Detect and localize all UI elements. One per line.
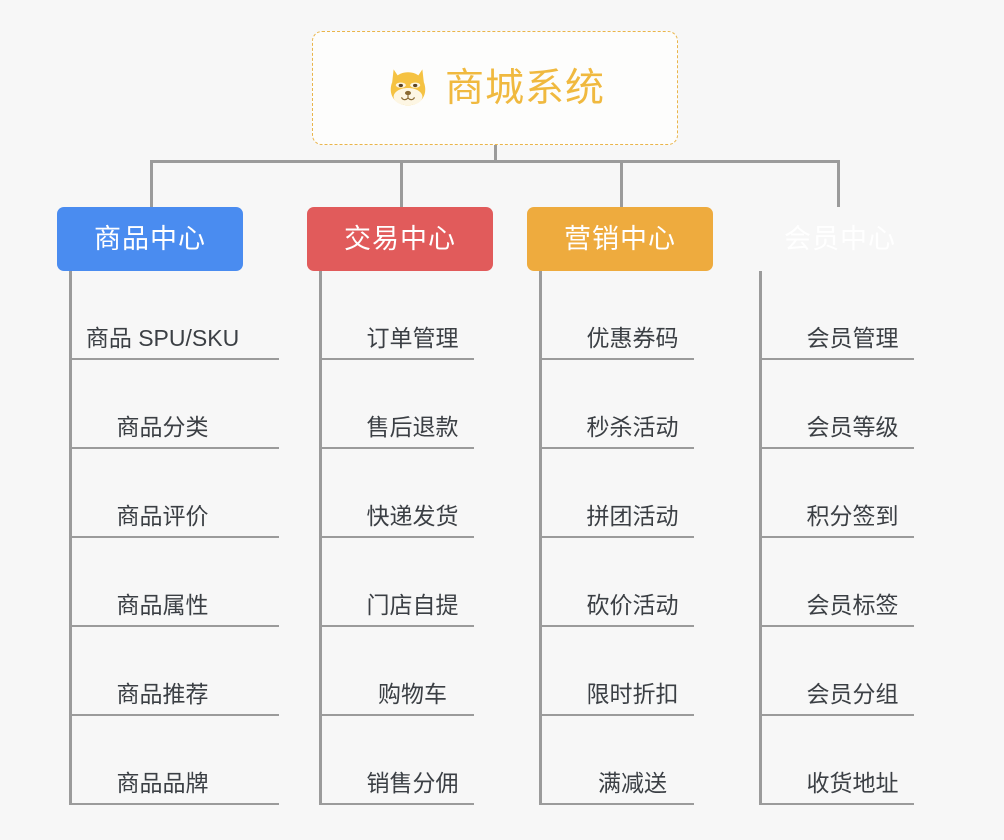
leaf-item-underline (542, 625, 694, 627)
connector-drop-3 (620, 160, 623, 207)
leaf-item-label: 秒杀活动 (586, 414, 679, 440)
leaf-item-label: 商品 SPU/SKU (85, 325, 240, 351)
leaf-item-label: 会员等级 (806, 414, 899, 440)
leaf-item[interactable]: 会员等级 (762, 360, 933, 449)
category-header-3[interactable]: 营销中心 (527, 207, 713, 271)
leaf-item[interactable]: 优惠券码 (542, 271, 713, 360)
leaf-item-label: 商品品牌 (116, 770, 209, 796)
leaf-item-label: 商品推荐 (116, 681, 209, 707)
leaf-item[interactable]: 购物车 (322, 627, 493, 716)
leaf-item[interactable]: 商品推荐 (72, 627, 279, 716)
leaf-item[interactable]: 限时折扣 (542, 627, 713, 716)
leaf-list-4: 会员管理会员等级积分签到会员标签会员分组收货地址 (759, 271, 933, 805)
leaf-item-underline (322, 803, 474, 805)
leaf-item-underline (322, 625, 474, 627)
leaf-item-underline (72, 803, 279, 805)
leaf-item[interactable]: 会员标签 (762, 538, 933, 627)
category-header-4[interactable]: 会员中心 (747, 207, 933, 271)
shiba-dog-icon (390, 69, 426, 106)
leaf-item-label: 会员标签 (806, 592, 899, 618)
leaf-item[interactable]: 会员管理 (762, 271, 933, 360)
leaf-item-underline (762, 536, 914, 538)
leaf-item-label: 商品分类 (116, 414, 209, 440)
leaf-item-label: 积分签到 (806, 503, 899, 529)
leaf-list-1: 商品 SPU/SKU 商品分类商品评价商品属性商品推荐商品品牌 (69, 271, 279, 805)
leaf-item-label: 销售分佣 (366, 770, 459, 796)
leaf-item-underline (542, 803, 694, 805)
leaf-item-label: 快递发货 (366, 503, 459, 529)
leaf-item[interactable]: 门店自提 (322, 538, 493, 627)
leaf-item[interactable]: 拼团活动 (542, 449, 713, 538)
leaf-item-underline (72, 625, 279, 627)
connector-drop-1 (150, 160, 153, 207)
leaf-item-label: 砍价活动 (586, 592, 679, 618)
leaf-item[interactable]: 销售分佣 (322, 716, 493, 805)
leaf-item[interactable]: 商品分类 (72, 360, 279, 449)
leaf-item-underline (542, 536, 694, 538)
leaf-item-underline (542, 447, 694, 449)
leaf-item[interactable]: 砍价活动 (542, 538, 713, 627)
leaf-item[interactable]: 商品评价 (72, 449, 279, 538)
leaf-item-label: 限时折扣 (586, 681, 679, 707)
leaf-item-underline (542, 358, 694, 360)
branch-column-1: 商品中心 商品 SPU/SKU 商品分类商品评价商品属性商品推荐商品品牌 (57, 207, 279, 805)
branch-column-3: 营销中心 优惠券码秒杀活动拼团活动砍价活动限时折扣满减送 (527, 207, 713, 805)
leaf-item-underline (762, 625, 914, 627)
leaf-item-underline (762, 447, 914, 449)
leaf-item[interactable]: 收货地址 (762, 716, 933, 805)
leaf-item-label: 门店自提 (366, 592, 459, 618)
leaf-list-3: 优惠券码秒杀活动拼团活动砍价活动限时折扣满减送 (539, 271, 713, 805)
leaf-list-2: 订单管理售后退款快递发货门店自提购物车销售分佣 (319, 271, 493, 805)
category-header-2[interactable]: 交易中心 (307, 207, 493, 271)
root-title: 商城系统 (444, 66, 605, 110)
leaf-item[interactable]: 秒杀活动 (542, 360, 713, 449)
category-title-2: 交易中心 (344, 223, 456, 254)
leaf-item-label: 售后退款 (366, 414, 459, 440)
leaf-item-underline (72, 714, 279, 716)
leaf-item-underline (762, 714, 914, 716)
connector-drop-2 (400, 160, 403, 207)
leaf-item[interactable]: 快递发货 (322, 449, 493, 538)
leaf-item-label: 购物车 (378, 681, 447, 707)
leaf-item[interactable]: 商品 SPU/SKU (72, 271, 279, 360)
leaf-item[interactable]: 满减送 (542, 716, 713, 805)
leaf-item-underline (762, 358, 914, 360)
leaf-item[interactable]: 售后退款 (322, 360, 493, 449)
leaf-item-label: 会员分组 (806, 681, 899, 707)
leaf-item-label: 商品属性 (116, 592, 209, 618)
branch-column-4: 会员中心 会员管理会员等级积分签到会员标签会员分组收货地址 (747, 207, 933, 805)
leaf-item-label: 优惠券码 (586, 325, 679, 351)
leaf-item[interactable]: 订单管理 (322, 271, 493, 360)
category-title-1: 商品中心 (94, 223, 206, 254)
leaf-item-underline (322, 358, 474, 360)
leaf-item-label: 会员管理 (806, 325, 899, 351)
root-node[interactable]: 商城系统 (312, 31, 678, 145)
connector-root-stem (494, 145, 497, 163)
leaf-item-label: 订单管理 (366, 325, 459, 351)
leaf-item[interactable]: 商品属性 (72, 538, 279, 627)
leaf-item-underline (72, 447, 279, 449)
leaf-item-underline (72, 358, 279, 360)
leaf-item-label: 收货地址 (806, 770, 899, 796)
category-header-1[interactable]: 商品中心 (57, 207, 243, 271)
leaf-item-underline (322, 447, 474, 449)
leaf-item-label: 拼团活动 (586, 503, 679, 529)
leaf-item-underline (72, 536, 279, 538)
connector-bus (150, 160, 840, 163)
leaf-item-label: 满减送 (598, 770, 667, 796)
branch-column-2: 交易中心 订单管理售后退款快递发货门店自提购物车销售分佣 (307, 207, 493, 805)
leaf-item-underline (762, 803, 914, 805)
leaf-item[interactable]: 会员分组 (762, 627, 933, 716)
leaf-item[interactable]: 商品品牌 (72, 716, 279, 805)
leaf-item[interactable]: 积分签到 (762, 449, 933, 538)
leaf-item-underline (322, 714, 474, 716)
leaf-item-underline (542, 714, 694, 716)
category-title-4: 会员中心 (784, 223, 896, 254)
leaf-item-label: 商品评价 (116, 503, 209, 529)
leaf-item-underline (322, 536, 474, 538)
category-title-3: 营销中心 (564, 223, 676, 254)
connector-drop-4 (837, 160, 840, 207)
